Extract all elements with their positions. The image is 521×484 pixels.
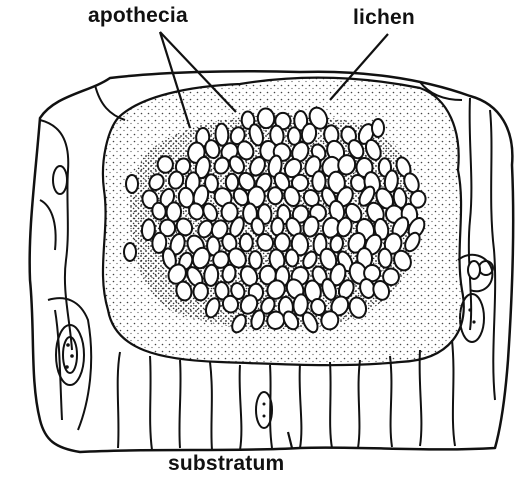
- lichen-label: lichen: [353, 6, 415, 30]
- apothecium-disc: [240, 234, 253, 252]
- apothecium-disc: [268, 187, 283, 204]
- apothecium-disc: [126, 175, 138, 193]
- apothecium-disc: [468, 261, 480, 279]
- apothecium-disc: [257, 108, 275, 129]
- apothecium-disc: [193, 283, 208, 301]
- substratum-label: substratum: [168, 452, 284, 476]
- apothecia-label: apothecia: [88, 4, 188, 28]
- apothecium-disc: [378, 248, 393, 268]
- apothecium-disc: [204, 264, 219, 286]
- apothecium-disc: [285, 249, 299, 267]
- apothecium-disc: [157, 155, 174, 173]
- apothecium-disc: [372, 119, 384, 137]
- apothecium-disc: [124, 243, 136, 261]
